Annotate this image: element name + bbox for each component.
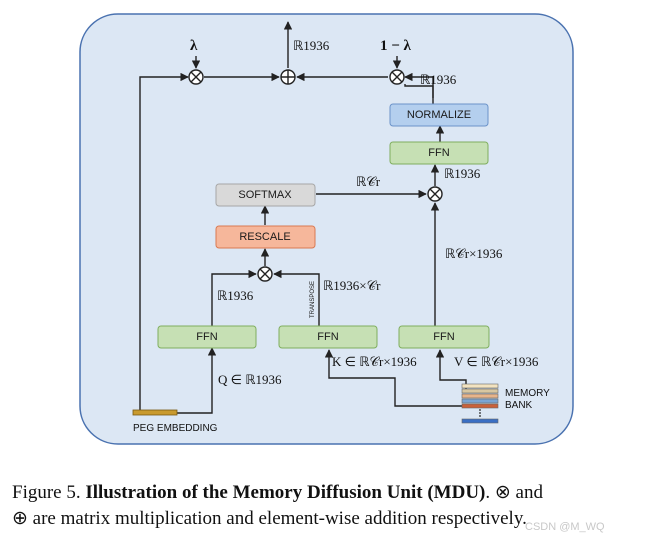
k-input-label: K ∈ ℝ𝒞r×1936 [332,354,417,369]
multiply-operator-left [188,69,204,85]
ffn-k-label: FFN [317,331,338,343]
v-ffn-output-dim-label: ℝ𝒞r×1936 [445,246,503,261]
caption-title: Illustration of the Memory Diffusion Uni… [85,482,486,503]
caption-rest-line1: . ⊗ and [485,482,543,503]
q-ffn-output-dim-label: ℝ1936 [217,288,254,303]
peg-embedding-label: PEG EMBEDDING [133,423,218,434]
multiply-output-dim-label: ℝ1936 [444,166,481,181]
ffn-v-label: FFN [433,331,454,343]
softmax-output-dim-label: ℝ𝒞r [356,174,381,189]
transpose-label: TRANSPOSE [310,281,316,318]
rescale-block: RESCALE [215,225,316,249]
memory-bank-icon: MEMORY BANK [461,383,550,424]
ffn-k-block: FFN [278,325,378,349]
softmax-block: SOFTMAX [215,183,316,207]
connectors [139,21,467,414]
caption-figure-label: Figure 5. [12,482,81,503]
normalize-block: NORMALIZE [389,103,489,127]
watermark: CSDN @M_WQ [525,521,605,533]
memory-bank-label-2: BANK [505,400,533,411]
lambda-label: λ [190,38,198,54]
normalize-label: NORMALIZE [407,109,471,121]
output-dim-label: ℝ1936 [293,38,330,53]
v-input-label: V ∈ ℝ𝒞r×1936 [454,354,539,369]
one-minus-lambda-label: 1 − λ [380,38,412,54]
figure-caption: Figure 5. Illustration of the Memory Dif… [12,480,642,532]
add-operator [280,69,296,85]
q-input-label: Q ∈ ℝ1936 [218,372,282,387]
ffn-v-block: FFN [398,325,490,349]
ffn-top-label: FFN [428,147,449,159]
multiply-operator-middle [427,186,443,202]
k-ffn-output-dim-label: ℝ1936×𝒞r [323,278,381,293]
multiply-operator-lower [257,266,273,282]
diagram-panel [79,13,574,445]
peg-embedding-bar: PEG EMBEDDING [132,409,218,434]
rescale-label: RESCALE [239,231,290,243]
ffn-top-block: FFN [389,141,489,165]
ffn-q-block: FFN [157,325,257,349]
normalize-output-dim-label: ℝ1936 [420,72,457,87]
multiply-operator-right [389,69,405,85]
softmax-label: SOFTMAX [238,189,292,201]
caption-line2: ⊕ are matrix multiplication and element-… [12,508,527,529]
ffn-q-label: FFN [196,331,217,343]
memory-bank-label-1: MEMORY [505,388,550,399]
